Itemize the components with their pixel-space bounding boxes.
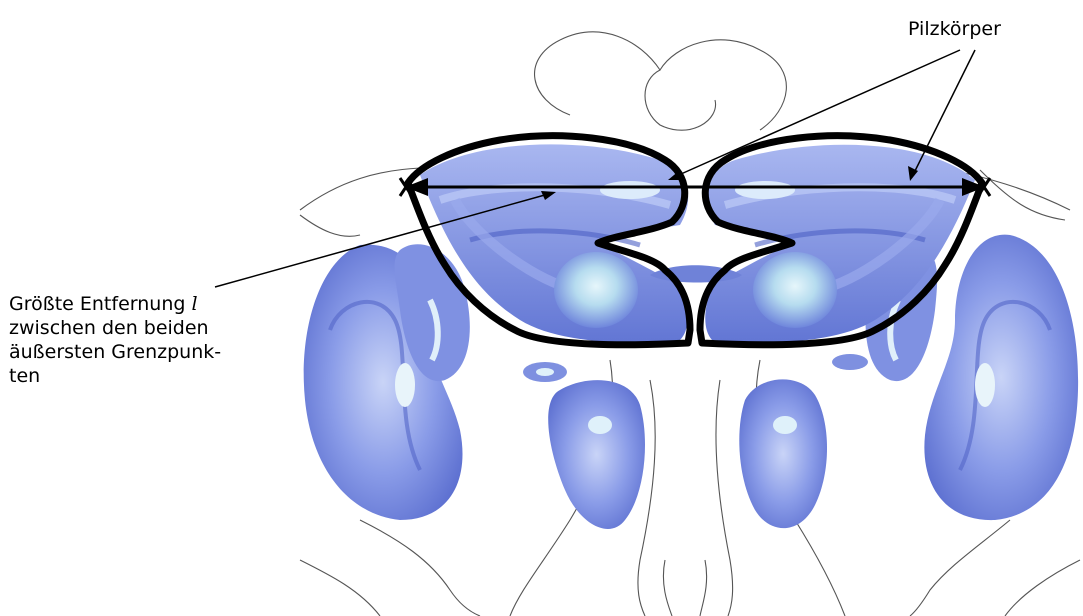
distance-label-line-1: Größte Entfernung l <box>9 292 221 316</box>
distance-label-text: Größte Entfernung <box>9 293 185 315</box>
mushroom-body-label: Pilzkörper <box>908 17 1001 41</box>
small-blobs <box>523 354 868 382</box>
distance-symbol: l <box>191 293 197 315</box>
lower-lobe-right <box>739 379 827 528</box>
distance-label-line-3: äußersten Grenzpunk- <box>9 340 221 364</box>
distance-label: Größte Entfernung l zwischen den beiden … <box>9 292 221 388</box>
lower-lobe-left <box>548 380 645 529</box>
distance-label-line-2: zwischen den beiden <box>9 316 221 340</box>
distance-label-line-4: ten <box>9 364 221 388</box>
optic-lobe-right <box>924 235 1078 520</box>
